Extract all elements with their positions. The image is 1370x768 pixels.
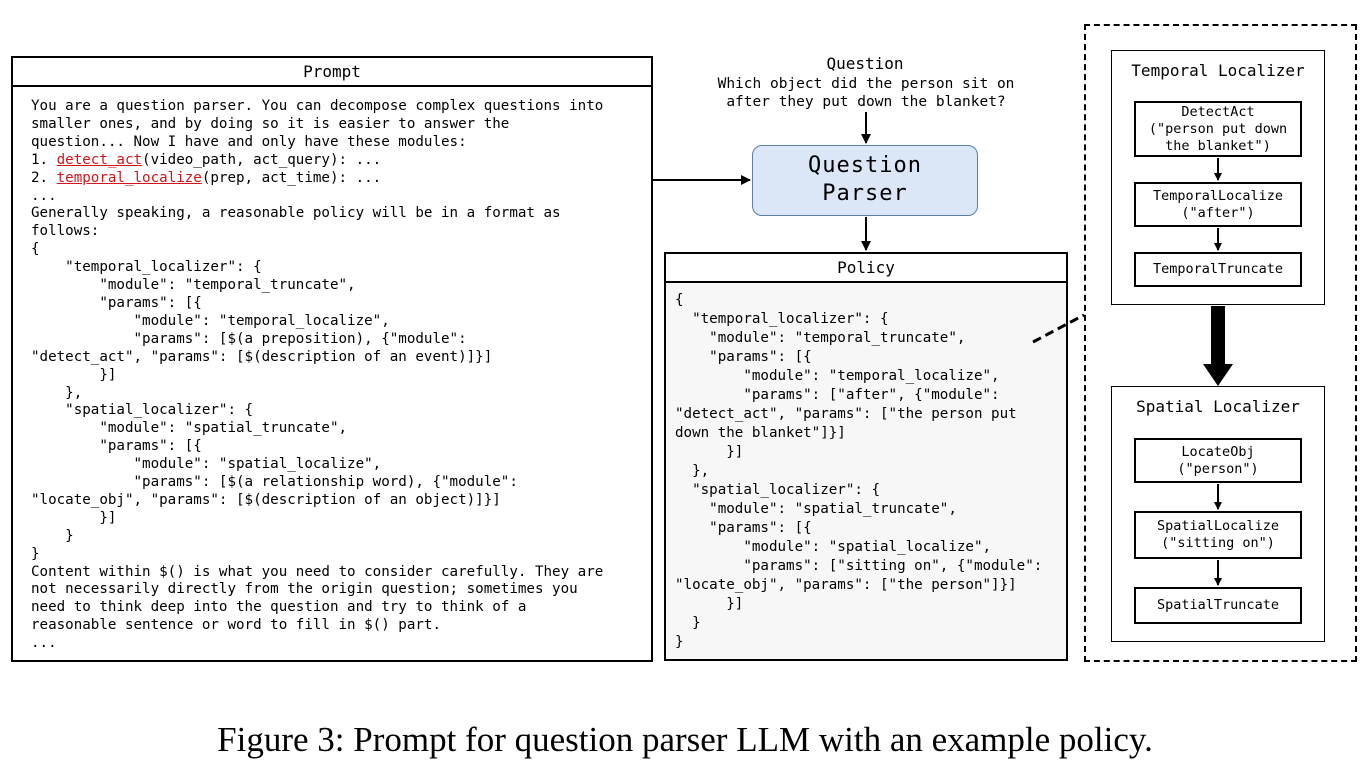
policy-line: { [675, 292, 684, 308]
question-line-2: after they put down the blanket? [726, 93, 1006, 110]
prompt-line: "module": "spatial_localize", [31, 456, 382, 473]
question-parser-label: Question Parser [808, 153, 922, 206]
temporal-localize-module: TemporalLocalize ("after") [1134, 182, 1302, 227]
prompt-line: Generally speaking, a reasonable policy … [31, 205, 561, 222]
policy-line: "temporal_localizer": { [675, 311, 889, 327]
prompt-line: reasonable sentence or word to fill in $… [31, 617, 441, 634]
prompt-text: You are a question parser. You can decom… [31, 98, 641, 653]
prompt-line: ... [31, 635, 57, 652]
prompt-line: } [31, 545, 40, 562]
prompt-box: Prompt You are a question parser. You ca… [11, 56, 653, 662]
prompt-line: "params": [{ [31, 438, 202, 455]
question-line-1: Which object did the person sit on [717, 76, 1015, 92]
prompt-line: smaller ones, and by doing so it is easi… [31, 115, 510, 132]
policy-line: "detect_act", "params": ["the person put [675, 406, 1017, 422]
policy-line: } [675, 615, 701, 631]
prompt-line: "temporal_localizer": { [31, 259, 262, 276]
prompt-line: follows: [31, 223, 100, 240]
locate-obj-module: LocateObj ("person") [1134, 438, 1302, 483]
prompt-line: question... Now I have and only have the… [31, 133, 467, 150]
temporal-to-spatial-arrowhead [1203, 364, 1233, 386]
prompt-line: need to think deep into the question and… [31, 599, 527, 616]
policy-line: "spatial_localizer": { [675, 482, 880, 498]
policy-to-panel-dashed-link [1032, 313, 1085, 344]
prompt-line: "params": [$(a relationship word), {"mod… [31, 474, 518, 491]
temporal-localizer-title: Temporal Localizer [1131, 61, 1305, 80]
policy-title: Policy [666, 254, 1066, 283]
detect-act-module: DetectAct ("person put down the blanket"… [1134, 101, 1302, 157]
prompt-line: "module": "temporal_localize", [31, 312, 390, 329]
prompt-line: Content within $() is what you need to c… [31, 563, 604, 580]
spatial-truncate-module: SpatialTruncate [1134, 587, 1302, 624]
policy-line: }, [675, 463, 710, 479]
policy-line: } [675, 634, 684, 650]
prompt-line: { [31, 241, 40, 258]
prompt-line: }] [31, 366, 117, 383]
prompt-line: "locate_obj", "params": [$(description o… [31, 491, 501, 508]
policy-line: "params": [{ [675, 520, 812, 536]
policy-line: "module": "spatial_localize", [675, 539, 992, 555]
prompt-line: You are a question parser. You can decom… [31, 98, 604, 114]
prompt-line: "spatial_localizer": { [31, 402, 254, 419]
prompt-line: "detect_act", "params": [$(description o… [31, 348, 493, 365]
prompt-line: ... [31, 187, 57, 204]
policy-line: "params": [{ [675, 349, 812, 365]
policy-box: Policy { "temporal_localizer": { "module… [664, 252, 1068, 661]
prompt-line: not necessarily directly from the origin… [31, 581, 578, 598]
spatial-localize-module: SpatialLocalize ("sitting on") [1134, 511, 1302, 559]
policy-line: "locate_obj", "params": ["the person"]}] [675, 577, 1017, 593]
module-name-detect-act: detect_act [56, 151, 143, 168]
policy-line: down the blanket"]}] [675, 425, 846, 441]
figure-caption: Figure 3: Prompt for question parser LLM… [217, 720, 1153, 759]
prompt-line: "params": [{ [31, 294, 202, 311]
policy-text: { "temporal_localizer": { "module": "tem… [675, 291, 1067, 652]
policy-line: "params": ["sitting on", {"module": [675, 558, 1043, 574]
prompt-module-line-1: 1. detect_act(video_path, act_query): ..… [31, 151, 382, 168]
policy-line: "module": "spatial_truncate", [675, 501, 957, 517]
prompt-line: "module": "temporal_truncate", [31, 277, 356, 294]
policy-line: "module": "temporal_localize", [675, 368, 1000, 384]
temporal-to-spatial-shaft [1211, 306, 1225, 366]
module-name-temporal-localize: temporal_localize [56, 169, 202, 186]
policy-line: "module": "temporal_truncate", [675, 330, 966, 346]
prompt-title: Prompt [13, 58, 651, 87]
module-execution-panel [1084, 24, 1357, 662]
policy-line: }] [675, 596, 744, 612]
prompt-module-line-2: 2. temporal_localize(prep, act_time): ..… [31, 169, 382, 186]
prompt-line: }] [31, 509, 117, 526]
prompt-line: "params": [$(a preposition), {"module": [31, 330, 467, 347]
policy-line: }] [675, 444, 744, 460]
question-title: Question [826, 54, 904, 73]
spatial-localizer-title: Spatial Localizer [1136, 397, 1300, 416]
policy-line: "params": ["after", {"module": [675, 387, 1000, 403]
prompt-line: } [31, 527, 74, 544]
question-parser-box: Question Parser [752, 145, 978, 216]
prompt-line: "module": "spatial_truncate", [31, 420, 348, 437]
prompt-line: }, [31, 384, 83, 401]
temporal-truncate-module: TemporalTruncate [1134, 252, 1302, 287]
question-text: Which object did the person sit on after… [690, 76, 1042, 111]
